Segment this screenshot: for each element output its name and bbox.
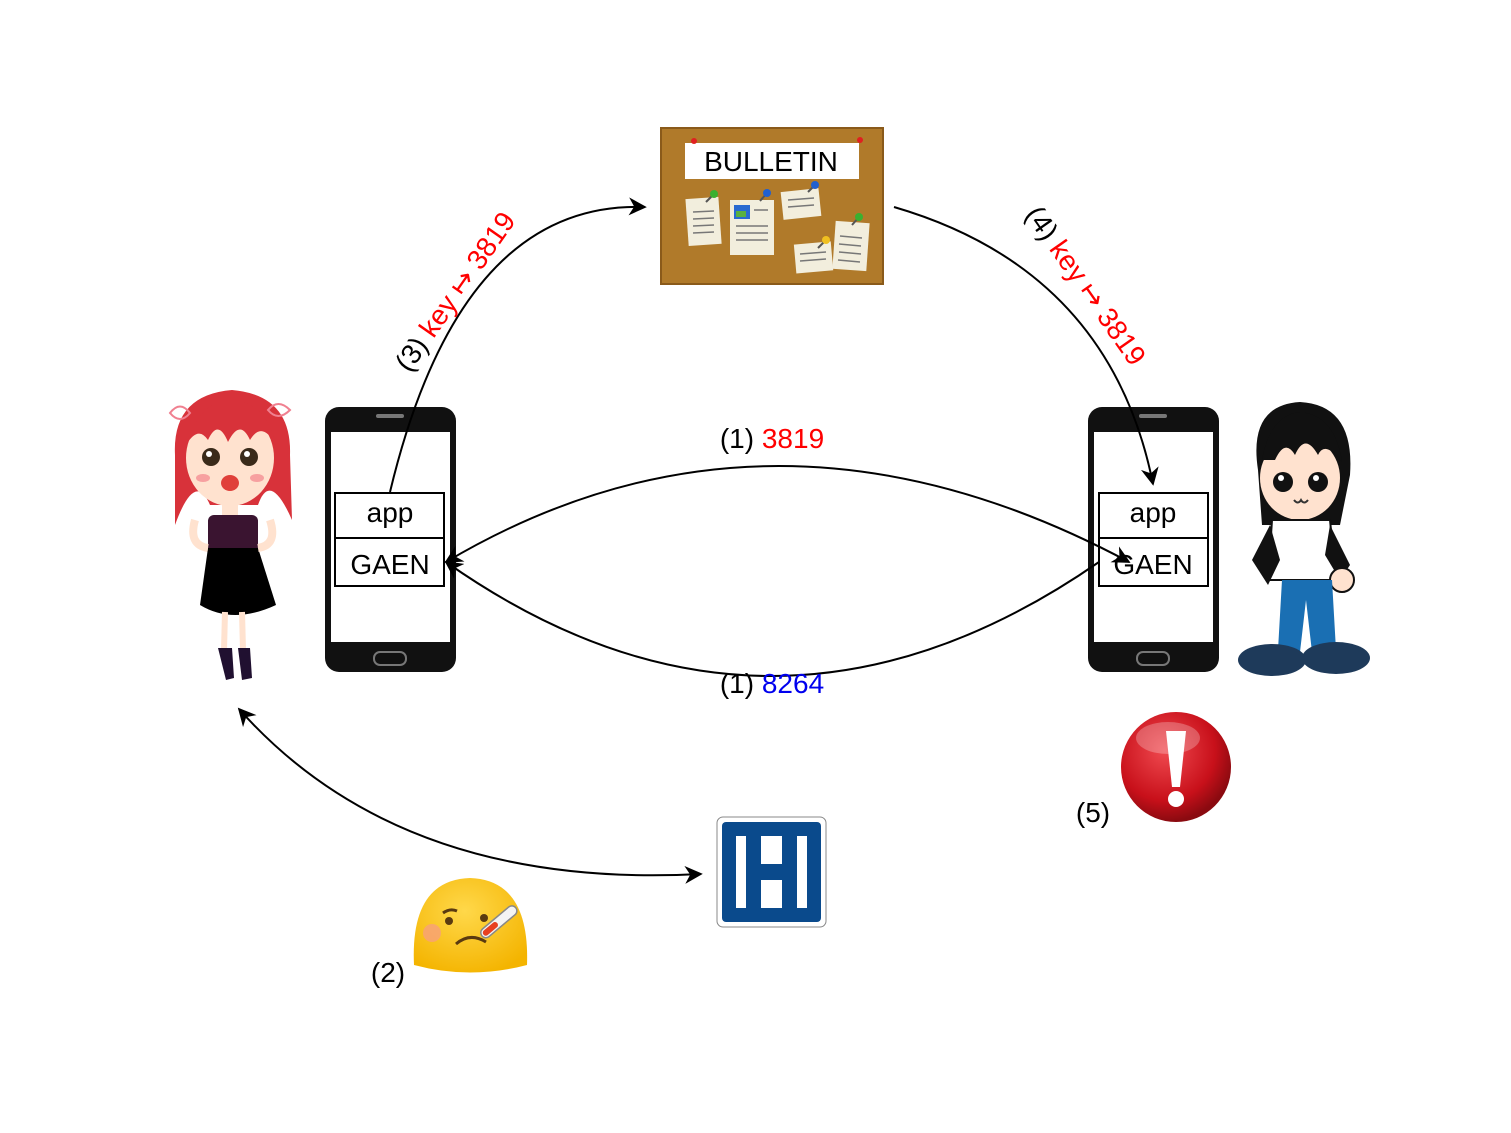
sick-step-label: (2) xyxy=(371,957,405,988)
alert-step-label: (5) xyxy=(1076,797,1110,828)
arrow-exchange-bottom xyxy=(444,560,1100,677)
download-key: key ↦ 3819 xyxy=(1044,235,1152,371)
right-gaen-label: GAEN xyxy=(1113,549,1192,580)
exchange-bottom-label: (1) 8264 xyxy=(720,668,824,699)
upload-key: key ↦ 3819 xyxy=(413,206,521,342)
exchange-top-label: (1) 3819 xyxy=(720,423,824,454)
bulletin-board-icon: BULLETIN xyxy=(660,127,884,285)
boy-character-icon xyxy=(1238,402,1370,676)
exchange-bottom-value: 8264 xyxy=(762,668,824,699)
arrow-hospital xyxy=(237,707,703,884)
right-app-label: app xyxy=(1130,497,1177,528)
left-phone-icon xyxy=(325,407,456,672)
hospital-sign-icon xyxy=(716,816,827,928)
bulletin-notes xyxy=(685,181,870,274)
arrow-exchange-top xyxy=(444,465,1131,563)
arrow-download xyxy=(893,206,1159,486)
download-label: (4) key ↦ 3819 xyxy=(1019,200,1152,371)
exclamation-alert-icon xyxy=(1121,712,1231,822)
right-phone-icon xyxy=(1088,407,1219,672)
girl-character-icon xyxy=(168,390,292,680)
exchange-top-value: 3819 xyxy=(762,423,824,454)
upload-label: (3) key ↦ 3819 xyxy=(389,206,522,377)
left-gaen-label: GAEN xyxy=(350,549,429,580)
left-app-label: app xyxy=(367,497,414,528)
face-with-thermometer-icon xyxy=(413,878,528,973)
arrow-upload xyxy=(389,197,647,493)
bulletin-title: BULLETIN xyxy=(704,146,838,177)
